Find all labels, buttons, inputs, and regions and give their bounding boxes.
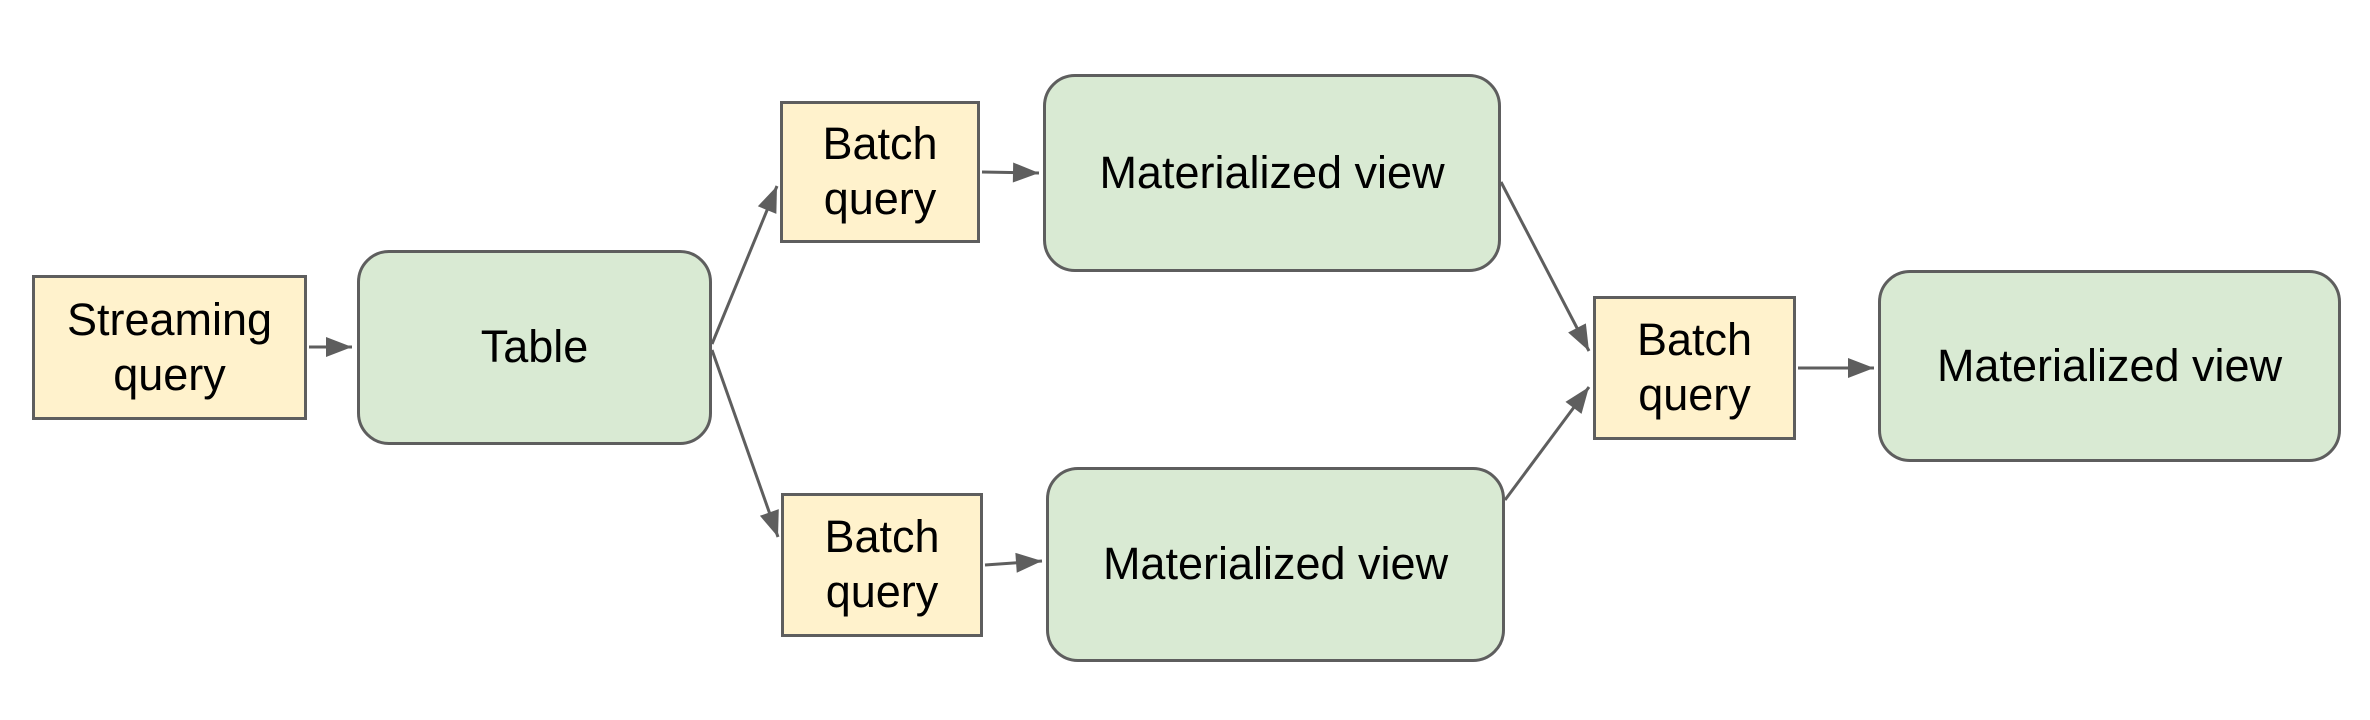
edge-materialized-view-top-to-batch-query-right bbox=[1499, 181, 1591, 352]
node-batch-query-top: Batch query bbox=[780, 101, 980, 243]
node-materialized-view-top: Materialized view bbox=[1043, 74, 1501, 272]
node-table: Table bbox=[357, 250, 712, 445]
edge-table-to-batch-query-top bbox=[710, 185, 779, 345]
node-batch-query-bottom-label: Batch query bbox=[824, 511, 940, 617]
edge-batch-query-top-to-materialized-view-top bbox=[981, 162, 1040, 183]
node-materialized-view-bottom-label: Materialized view bbox=[1102, 538, 1449, 590]
node-batch-query-bottom: Batch query bbox=[781, 493, 983, 637]
edge-batch-query-bottom-to-materialized-view-bottom bbox=[984, 552, 1043, 573]
node-materialized-view-top-label: Materialized view bbox=[1099, 146, 1445, 198]
edge-materialized-view-bottom-to-batch-query-right bbox=[1503, 386, 1591, 501]
node-materialized-view-bottom: Materialized view bbox=[1046, 467, 1505, 662]
edge-table-to-batch-query-bottom bbox=[710, 349, 780, 538]
node-streaming-query: Streaming query bbox=[32, 275, 307, 420]
node-streaming-query-label: Streaming query bbox=[66, 293, 273, 400]
node-table-label: Table bbox=[480, 321, 589, 373]
node-materialized-view-right-label: Materialized view bbox=[1936, 339, 2283, 391]
node-materialized-view-right: Materialized view bbox=[1878, 270, 2341, 462]
node-batch-query-right: Batch query bbox=[1593, 296, 1796, 440]
node-batch-query-top-label: Batch query bbox=[822, 118, 938, 224]
node-batch-query-right-label: Batch query bbox=[1636, 314, 1753, 420]
